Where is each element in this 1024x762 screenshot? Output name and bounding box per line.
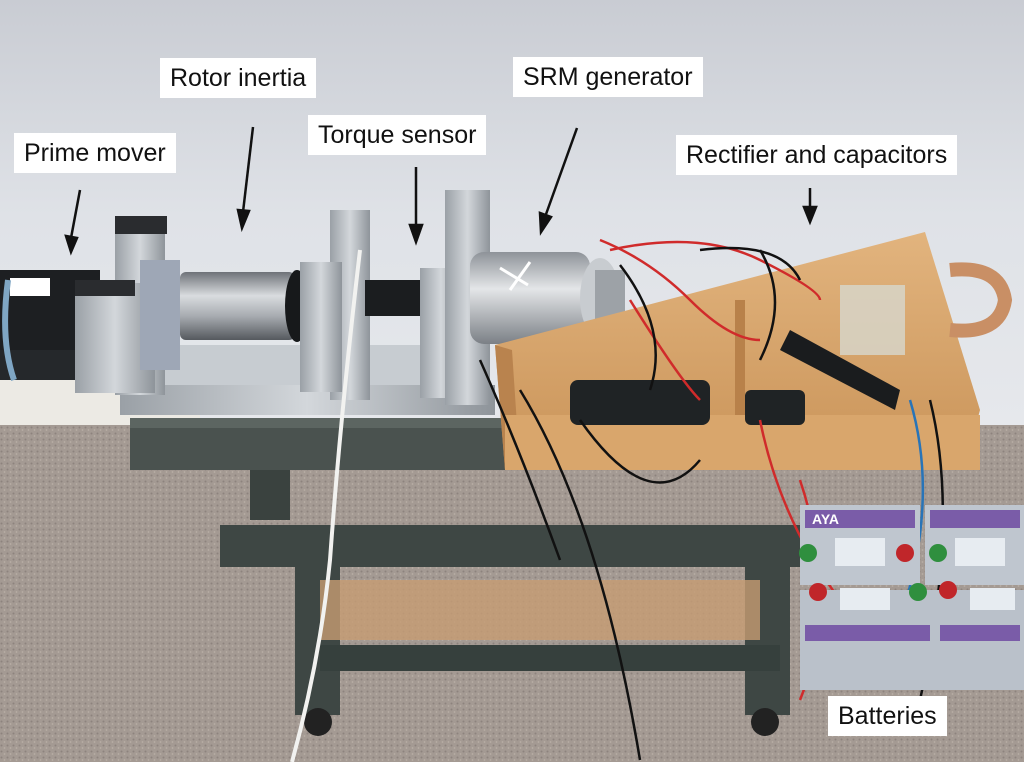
srm-generator bbox=[470, 252, 625, 344]
label-srm-generator: SRM generator bbox=[513, 57, 703, 97]
label-prime-mover: Prime mover bbox=[14, 133, 176, 173]
label-rotor-inertia: Rotor inertia bbox=[160, 58, 317, 98]
white-cable bbox=[290, 249, 362, 762]
battery-brand-text: AYA bbox=[812, 511, 839, 527]
label-rectifier-capacitors: Rectifier and capacitors bbox=[676, 135, 958, 175]
label-batteries: Batteries bbox=[828, 696, 947, 736]
left-support-blocks bbox=[75, 216, 180, 395]
batteries: AYA bbox=[799, 505, 1024, 690]
label-torque-sensor: Torque sensor bbox=[308, 115, 487, 155]
rotor-inertia bbox=[180, 270, 309, 342]
annotation-arrows bbox=[64, 126, 818, 256]
